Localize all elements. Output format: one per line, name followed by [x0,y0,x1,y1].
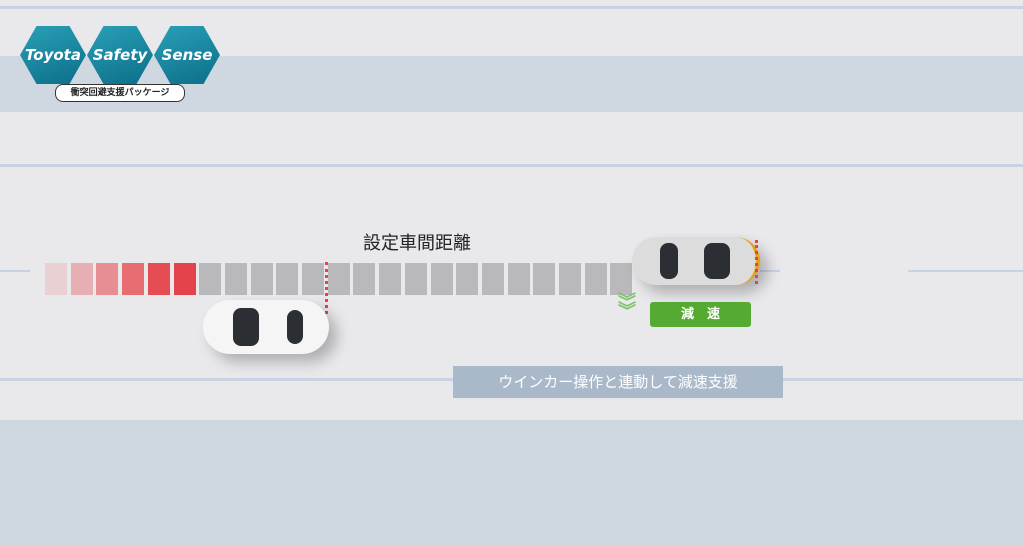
distance-block-red [70,263,93,295]
distance-block-red [173,263,196,295]
distance-block-gray [481,263,504,295]
preceding-car [632,237,760,285]
distance-block-gray [379,263,402,295]
distance-block-gray [404,263,427,295]
distance-block-gray [430,263,453,295]
decel-chevron-icon: ︾︾ [618,292,636,322]
distance-block-gray [507,263,530,295]
logo-word: Sense [161,46,213,64]
decel-badge: 減 速 [650,302,751,327]
distance-block-red [122,263,145,295]
gap-marker [325,262,328,314]
distance-block-gray [533,263,556,295]
logo-word: Safety [92,46,148,64]
lane-center-line [0,270,30,272]
lane-center-line [760,270,780,272]
distance-block-gray [584,263,607,295]
distance-block-gray [199,263,222,295]
brake-marker [755,240,758,284]
distance-block-red [45,263,67,295]
distance-block-red [147,263,170,295]
lane-line [0,164,1023,167]
distance-block-gray [250,263,273,295]
distance-block-gray [610,263,633,295]
caption: ウインカー操作と連動して減速支援 [453,366,783,398]
logo-subtitle: 衝突回避支援パッケージ [55,84,185,102]
road-band-bottom [0,420,1023,546]
logo-word: Toyota [25,46,81,64]
distance-block-red [96,263,119,295]
distance-block-gray [353,263,376,295]
distance-label: 設定車間距離 [363,233,471,254]
own-car [203,300,329,354]
distance-block-gray [327,263,350,295]
lane-line [0,6,1023,9]
distance-block-gray [276,263,299,295]
distance-block-gray [559,263,581,295]
distance-block-gray [302,263,324,295]
lane-center-line [908,270,1023,272]
distance-block-gray [456,263,479,295]
distance-block-gray [224,263,247,295]
